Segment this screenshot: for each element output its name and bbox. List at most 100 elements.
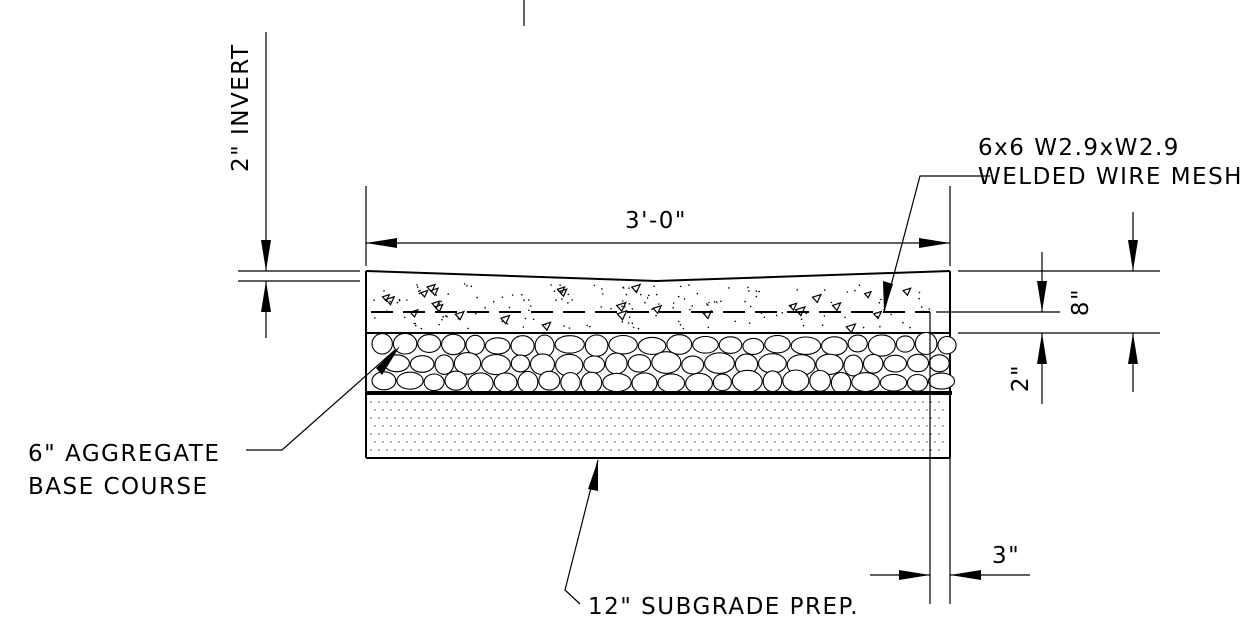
subgrade-speck: [690, 449, 692, 451]
aggregate-stone: [417, 334, 442, 353]
subgrade-speck: [818, 449, 820, 451]
concrete-speck: [728, 287, 730, 289]
subgrade-speck: [918, 409, 920, 411]
subgrade-speck: [562, 417, 564, 419]
subgrade-speck: [386, 433, 388, 435]
subgrade-speck: [906, 433, 908, 435]
subgrade-speck: [790, 409, 792, 411]
subgrade-speck: [498, 401, 500, 403]
subgrade-speck: [898, 433, 900, 435]
subgrade-speck: [638, 425, 640, 427]
subgrade-speck: [786, 401, 788, 403]
concrete-speck: [406, 299, 408, 301]
concrete-speck: [474, 312, 477, 315]
subgrade-speck: [626, 449, 628, 451]
subgrade-speck: [854, 409, 856, 411]
subgrade-speck: [910, 409, 912, 411]
subgrade-speck: [874, 433, 876, 435]
subgrade-speck: [426, 401, 428, 403]
subgrade-speck: [778, 401, 780, 403]
concrete-speck: [744, 300, 746, 303]
subgrade-speck: [782, 441, 784, 443]
subgrade-speck: [602, 449, 604, 451]
subgrade-speck: [418, 417, 420, 419]
aggregate-stone: [867, 334, 896, 357]
subgrade-speck: [874, 417, 876, 419]
concrete-speck: [679, 285, 682, 288]
subgrade-speck: [554, 433, 556, 435]
concrete-speck: [854, 289, 856, 292]
subgrade-speck: [374, 409, 376, 411]
subgrade-speck: [942, 441, 944, 443]
subgrade-speck: [546, 417, 548, 419]
concrete-speck: [683, 298, 686, 300]
subgrade-speck: [682, 449, 684, 451]
subgrade-speck: [754, 401, 756, 403]
concrete-speck: [463, 283, 466, 285]
aggregate-stone: [742, 337, 765, 355]
subgrade-speck: [622, 441, 624, 443]
subgrade-speck: [898, 417, 900, 419]
subgrade-speck: [890, 433, 892, 435]
aggregate-stone: [851, 372, 880, 393]
aggregate-stone: [465, 334, 485, 355]
subgrade-speck: [742, 441, 744, 443]
subgrade-speck: [394, 417, 396, 419]
subgrade-speck: [446, 409, 448, 411]
subgrade-speck: [938, 417, 940, 419]
subgrade-speck: [554, 449, 556, 451]
subgrade-speck: [846, 409, 848, 411]
subgrade-speck: [574, 409, 576, 411]
subgrade-speck: [806, 425, 808, 427]
subgrade-speck: [506, 417, 508, 419]
subgrade-speck: [642, 449, 644, 451]
subgrade-speck: [442, 433, 444, 435]
subgrade-speck: [434, 401, 436, 403]
subgrade-speck: [658, 449, 660, 451]
subgrade-speck: [878, 441, 880, 443]
subgrade-speck: [722, 417, 724, 419]
subgrade-speck: [394, 433, 396, 435]
subgrade-speck: [626, 433, 628, 435]
subgrade-speck: [674, 449, 676, 451]
aggregate-leader: [246, 349, 396, 451]
subgrade-speck: [826, 449, 828, 451]
concrete-speck: [628, 287, 630, 289]
subgrade-speck: [410, 401, 412, 403]
subgrade-speck: [482, 417, 484, 419]
subgrade-speck: [402, 449, 404, 451]
aggregate-stone: [862, 353, 884, 374]
concrete-speck: [627, 322, 630, 324]
subgrade-speck: [846, 441, 848, 443]
aggregate-stone: [712, 373, 732, 392]
subgrade-speck: [658, 401, 660, 403]
subgrade-speck: [846, 425, 848, 427]
subgrade-speck: [438, 441, 440, 443]
subgrade-speck: [502, 425, 504, 427]
subgrade-speck: [662, 409, 664, 411]
concrete-speck: [631, 322, 634, 325]
mesh-label-line1: 6x6 W2.9xW2.9: [978, 135, 1180, 161]
aggregate-stone: [704, 352, 735, 374]
subgrade-speck: [850, 449, 852, 451]
concrete-speck: [553, 290, 556, 293]
subgrade-speck: [894, 441, 896, 443]
subgrade-speck: [778, 433, 780, 435]
subgrade-speck: [770, 449, 772, 451]
aggregate-stone: [631, 372, 658, 395]
subgrade-speck: [562, 449, 564, 451]
subgrade-leader: [564, 459, 599, 605]
subgrade-speck: [738, 401, 740, 403]
subgrade-speck: [654, 409, 656, 411]
concrete-speck: [501, 296, 504, 299]
concrete-speck: [610, 308, 612, 310]
subgrade-speck: [822, 409, 824, 411]
subgrade-speck: [714, 449, 716, 451]
subgrade-speck: [802, 433, 804, 435]
subgrade-label: 12" SUBGRADE PREP.: [588, 594, 859, 620]
subgrade-speck: [818, 417, 820, 419]
aggregate-stone: [847, 334, 868, 353]
subgrade-speck: [530, 417, 532, 419]
subgrade-speck: [434, 449, 436, 451]
subgrade-speck: [398, 425, 400, 427]
